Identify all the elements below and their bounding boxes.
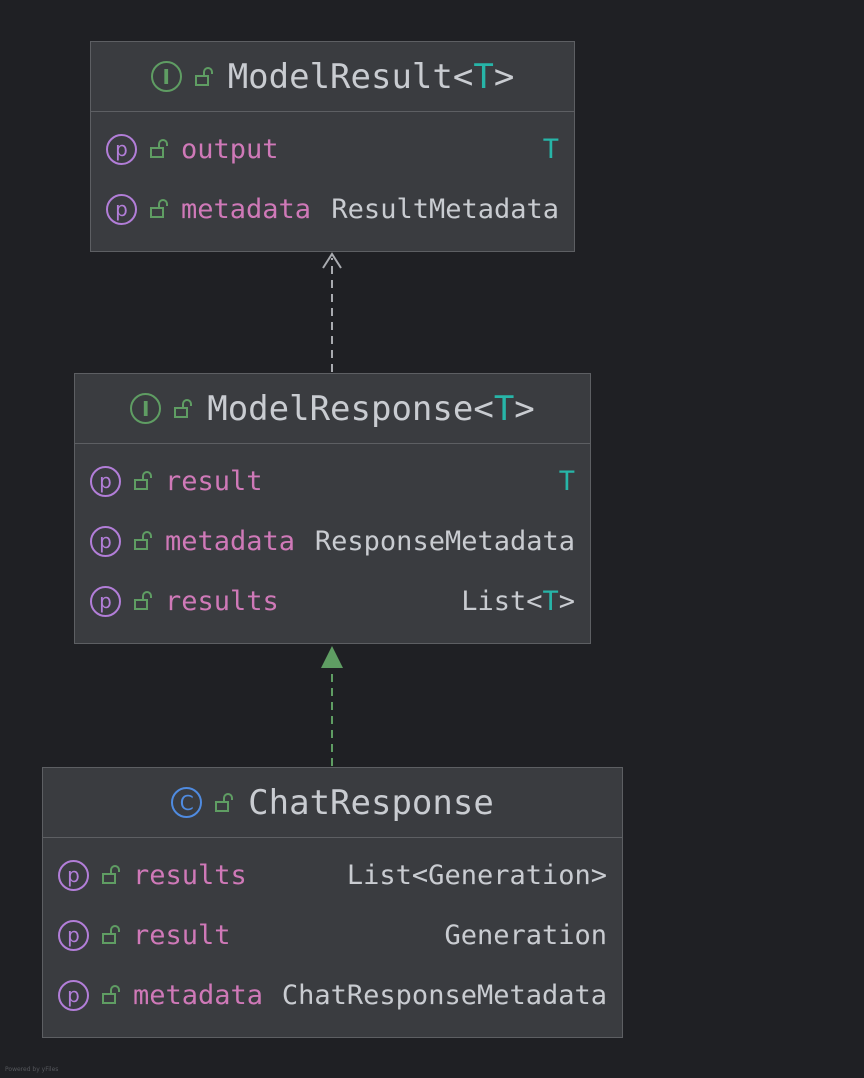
field-type: List<T> — [461, 585, 575, 617]
field-name: results — [133, 859, 247, 891]
node-fields: p results List<Generation> p result Gene… — [43, 838, 622, 1025]
field-type: ChatResponseMetadata — [281, 979, 607, 1011]
field-type: ResultMetadata — [331, 193, 559, 225]
node-model-response[interactable]: I ModelResponse<T> p result T p metadata… — [74, 373, 591, 644]
node-title: ChatResponse — [248, 782, 494, 823]
field-row-result[interactable]: p result T — [75, 451, 590, 511]
field-name: result — [133, 919, 231, 951]
unlock-icon — [131, 468, 157, 494]
unlock-icon — [131, 588, 157, 614]
field-type: Generation — [444, 919, 607, 951]
field-row-metadata[interactable]: p metadata ChatResponseMetadata — [43, 965, 622, 1025]
unlock-icon — [99, 982, 125, 1008]
unlock-icon — [147, 196, 173, 222]
field-row-results[interactable]: p results List<Generation> — [43, 845, 622, 905]
class-icon: C — [171, 787, 203, 818]
type-param: T — [493, 388, 515, 429]
unlock-icon — [99, 862, 125, 888]
edge-dependency-arrowhead — [322, 252, 342, 269]
property-icon: p — [106, 133, 137, 165]
field-row-metadata[interactable]: p metadata ResponseMetadata — [75, 511, 590, 571]
field-name: metadata — [181, 193, 312, 225]
powered-by-footer: Powered by yFiles — [5, 1066, 59, 1073]
property-icon: p — [58, 979, 89, 1011]
field-type: T — [558, 465, 575, 497]
property-icon: p — [90, 585, 121, 617]
field-row-metadata[interactable]: p metadata ResultMetadata — [91, 179, 574, 239]
node-header: I ModelResult<T> — [91, 42, 574, 112]
edge-implements-arrowhead — [321, 646, 343, 668]
field-name: metadata — [133, 979, 264, 1011]
field-name: metadata — [165, 525, 296, 557]
property-icon: p — [58, 859, 89, 891]
field-row-output[interactable]: p output T — [91, 119, 574, 179]
field-type: List<Generation> — [346, 859, 607, 891]
interface-icon: I — [150, 61, 182, 92]
unlock-icon — [99, 922, 125, 948]
node-fields: p output T p metadata ResultMetadata — [91, 112, 574, 239]
field-name: result — [165, 465, 263, 497]
unlock-icon — [192, 64, 218, 90]
property-icon: p — [90, 525, 121, 557]
interface-icon: I — [130, 393, 162, 424]
field-name: output — [181, 133, 279, 165]
node-header: I ModelResponse<T> — [75, 374, 590, 444]
field-name: results — [165, 585, 279, 617]
field-type: T — [542, 133, 559, 165]
property-icon: p — [90, 465, 121, 497]
field-row-result[interactable]: p result Generation — [43, 905, 622, 965]
unlock-icon — [171, 396, 197, 422]
unlock-icon — [147, 136, 173, 162]
unlock-icon — [131, 528, 157, 554]
node-header: C ChatResponse — [43, 768, 622, 838]
type-param: T — [473, 56, 494, 97]
node-title: ModelResult<T> — [227, 56, 515, 97]
node-model-result[interactable]: I ModelResult<T> p output T p metadata R… — [90, 41, 575, 252]
node-title: ModelResponse<T> — [207, 388, 535, 429]
unlock-icon — [212, 790, 238, 816]
node-chat-response[interactable]: C ChatResponse p results List<Generation… — [42, 767, 623, 1038]
property-icon: p — [58, 919, 89, 951]
property-icon: p — [106, 193, 137, 225]
field-type: ResponseMetadata — [314, 525, 575, 557]
field-row-results[interactable]: p results List<T> — [75, 571, 590, 631]
node-fields: p result T p metadata ResponseMetadata p… — [75, 444, 590, 631]
